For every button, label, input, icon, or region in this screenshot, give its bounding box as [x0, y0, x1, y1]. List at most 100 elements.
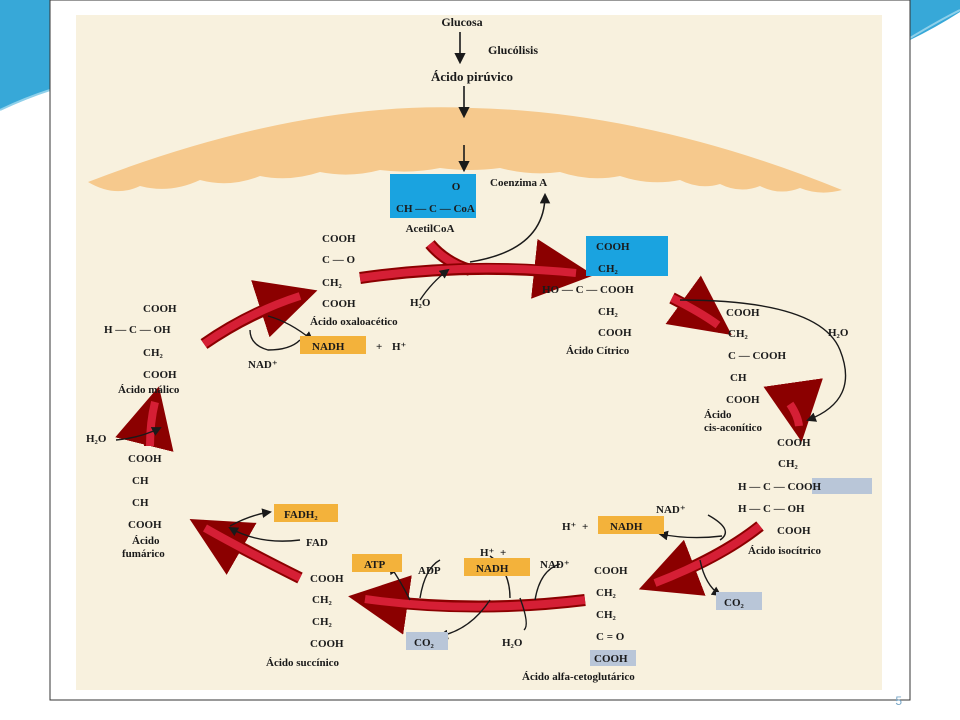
plus-label-upper-left: + [376, 341, 382, 353]
acetylcoa-group: O CH — C — CoA AcetilCoA Coenzima A [390, 174, 551, 263]
malic-line-4: COOH [143, 369, 177, 381]
cis-name-2: cis-aconítico [704, 422, 763, 434]
nad-label-right: NAD⁺ [656, 504, 686, 516]
fad-label: FAD [306, 537, 328, 549]
isocitric-line-5: COOH [777, 525, 811, 537]
isocitric-cooh-highlight [812, 478, 872, 494]
keto-line-4: C = O [596, 631, 625, 643]
plus-label-bottom: + [500, 547, 506, 559]
nadh-highlight-upper-left [300, 336, 366, 354]
plus-label-right: + [582, 521, 588, 533]
cis-aconitic-group: COOH CH₂ C — COOH CH COOH Ácido cis-acon… [704, 307, 849, 434]
oxaloacetate-line-4: COOH [322, 298, 356, 310]
nad-label-upper-left: NAD⁺ [248, 359, 278, 371]
succinic-line-1: COOH [310, 573, 344, 585]
fumaric-name-1: Ácido [132, 535, 160, 547]
isocitric-acid-group: COOH CH₂ H — C — COOH H — C — OH COOH Ác… [738, 437, 872, 557]
keto-line-2: CH₂ [596, 587, 617, 599]
acetylcoa-o: O [452, 181, 461, 193]
citric-acid-highlight [586, 236, 668, 276]
succinic-acid-group: COOH CH₂ CH₂ COOH Ácido succínico [266, 573, 344, 669]
atp-highlight [352, 554, 402, 572]
label-glycolysis: Glucólisis [488, 43, 538, 57]
oxaloacetate-group: COOH C — O CH₂ COOH Ácido oxaloacético H… [310, 233, 431, 328]
co2-label-bottom: CO₂ [414, 637, 435, 649]
fumaric-line-3: CH [132, 497, 149, 509]
water-label-left: H₂O [86, 433, 107, 445]
malic-line-1: COOH [143, 303, 177, 315]
citric-line-2: CH₂ [598, 263, 619, 275]
nadh-group-upper-left: NAD⁺ NADH + H⁺ [248, 336, 407, 371]
cis-line-3: C — COOH [728, 350, 787, 362]
succinic-line-3: CH₂ [312, 616, 333, 628]
fad-group: FADH₂ FAD [274, 504, 338, 549]
fumaric-line-2: CH [132, 475, 149, 487]
keto-line-1: COOH [594, 565, 628, 577]
krebs-cycle-arrows [115, 239, 823, 635]
ketoglutaric-acid-group: COOH CH₂ CH₂ C = O COOH Ácido alfa-cetog… [522, 565, 636, 683]
keto-line-3: CH₂ [596, 609, 617, 621]
fumaric-name-2: fumárico [122, 548, 165, 560]
citric-name: Ácido Cítrico [566, 345, 630, 357]
citric-line-3: HO — C — COOH [542, 284, 634, 296]
succinic-line-2: CH₂ [312, 594, 333, 606]
label-pyruvic-acid: Ácido pirúvico [431, 69, 513, 84]
citric-line-1: COOH [596, 241, 630, 253]
cis-line-1: COOH [726, 307, 760, 319]
oxaloacetate-line-2: C — O [322, 254, 355, 266]
co2-highlight-bottom [406, 632, 448, 650]
slide-page-number: 5 [895, 694, 902, 708]
fadh2-highlight [274, 504, 338, 522]
glycolysis-pathway: Glucosa Glucólisis Ácido pirúvico [431, 15, 538, 173]
cis-name-1: Ácido [704, 409, 732, 421]
adp-label: ADP [418, 565, 441, 577]
label-coenzyme-a: Coenzima A [490, 177, 547, 189]
corner-decoration-left [0, 0, 51, 121]
fadh2-label: FADH₂ [284, 509, 318, 521]
citric-line-4: CH₂ [598, 306, 619, 318]
isocitric-name: Ácido isocítrico [748, 545, 822, 557]
atp-label: ATP [364, 559, 385, 571]
isocitric-line-1: COOH [777, 437, 811, 449]
citric-line-5: COOH [598, 327, 632, 339]
isocitric-line-2: CH₂ [778, 458, 799, 470]
acetylcoa-highlight [390, 174, 476, 218]
nadh-label-upper-left: NADH [312, 341, 345, 353]
water-label-right: H₂O [828, 327, 849, 339]
oxaloacetate-line-3: CH₂ [322, 277, 343, 289]
h-label-bottom: H⁺ [480, 547, 495, 559]
malic-line-2: H — C — OH [104, 324, 171, 336]
isocitric-line-4: H — C — OH [738, 503, 805, 515]
malic-line-3: CH₂ [143, 347, 164, 359]
oxaloacetate-name: Ácido oxaloacético [310, 316, 398, 328]
isocitric-line-3: H — C — COOH [738, 481, 822, 493]
oxaloacetate-line-1: COOH [322, 233, 356, 245]
water-label-bottom: H₂O [502, 637, 523, 649]
keto-cooh-highlight [590, 650, 636, 666]
nad-label-bottom: NAD⁺ [540, 559, 570, 571]
h-label-upper-left: H⁺ [392, 341, 407, 353]
citric-acid-group: COOH CH₂ HO — C — COOH CH₂ COOH Ácido Cí… [542, 236, 668, 357]
atp-nadh-group-bottom: ATP ADP H⁺ + NADH NAD⁺ CO₂ H₂O CO₂ [352, 547, 762, 650]
fumaric-acid-group: COOH CH CH COOH Ácido fumárico [122, 453, 165, 560]
nadh-highlight-bottom [464, 558, 530, 576]
cis-line-2: CH₂ [728, 328, 749, 340]
corner-decoration-right [909, 0, 960, 46]
nadh-label-right: NADH [610, 521, 643, 533]
co2-highlight-right [716, 592, 762, 610]
cis-line-4: CH [730, 372, 747, 384]
keto-name: Ácido alfa-cetoglutárico [522, 671, 635, 683]
co2-label-right: CO₂ [724, 597, 745, 609]
malic-name: Ácido málico [118, 384, 180, 396]
nadh-label-bottom: NADH [476, 563, 509, 575]
nadh-highlight-right [598, 516, 664, 534]
nadh-group-right: NAD⁺ H⁺ + NADH [562, 504, 686, 534]
succinic-line-4: COOH [310, 638, 344, 650]
malic-acid-group: COOH H — C — OH CH₂ COOH Ácido málico [104, 303, 180, 396]
label-glucose: Glucosa [441, 15, 482, 29]
fumaric-line-1: COOH [128, 453, 162, 465]
mitochondrial-membrane [88, 107, 842, 193]
cis-line-5: COOH [726, 394, 760, 406]
water-label-top: H₂O [410, 297, 431, 309]
